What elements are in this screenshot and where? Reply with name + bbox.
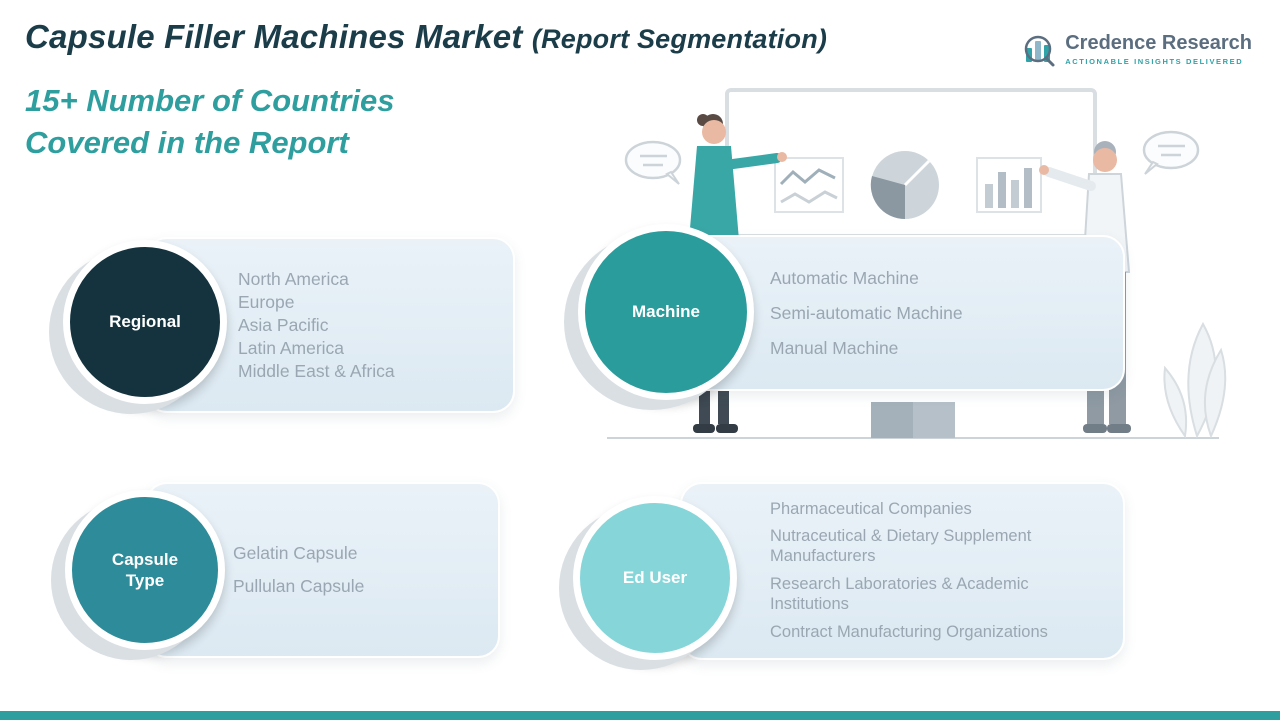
segment-item: Asia Pacific [238,314,329,335]
segment-item: Research Laboratories & Academic Institu… [770,575,1029,613]
segment-item: Gelatin Capsule [233,543,358,563]
card-regional-label: Regional [109,312,181,332]
card-ed-user-panel [680,482,1125,660]
mini-pie-chart [870,151,939,220]
subtitle-line2: Covered in the Report [25,124,349,160]
credence-logo: Credence Research Actionable Insights De… [1023,32,1252,73]
card-machine-label: Machine [631,302,701,322]
card-regional-circle: Regional [63,240,227,404]
whiteboard [725,88,1097,238]
plant-leaves [1163,321,1227,439]
segment-item: Pullulan Capsule [233,576,365,596]
card-ed-user-circle: Ed User [573,496,737,660]
speech-bubble-right [1142,130,1200,175]
card-machine-circle: Machine [578,224,754,400]
segment-item: Semi-automatic Machine [770,302,963,323]
page-title: Capsule Filler Machines Market (Report S… [25,18,827,56]
card-capsule-type-circle: Capsule Type [65,490,225,650]
board-stand [871,402,955,438]
segment-item: Middle East & Africa [238,360,395,381]
footer-accent-bar [0,711,1280,720]
logo-text: Credence Research Actionable Insights De… [1065,32,1252,66]
segment-item: Europe [238,291,295,312]
mini-line-chart [774,157,844,213]
segment-item: Manual Machine [770,337,899,358]
logo-tagline: Actionable Insights Delivered [1065,57,1244,66]
segment-item: Latin America [238,337,345,358]
logo-name: Credence Research [1065,32,1252,54]
page-title-main: Capsule Filler Machines Market [25,18,532,55]
segment-item: North America [238,268,349,289]
segment-item: Pharmaceutical Companies [770,499,972,518]
segment-item: Contract Manufacturing Organizations [770,622,1048,641]
segment-item: Automatic Machine [770,267,919,288]
card-regional-panel [145,237,515,413]
speech-bubble-left [624,140,682,185]
subtitle-line1: 15+ Number of Countries [25,83,395,118]
mini-bar-chart [976,157,1042,213]
card-ed-user-label: Ed User [622,568,688,588]
logo-chart-icon [1023,32,1057,73]
card-capsule-type-label: Capsule Type [111,549,179,590]
page-title-paren: (Report Segmentation) [531,24,828,54]
segment-item: Nutraceutical & Dietary Supplement Manuf… [770,527,1032,566]
